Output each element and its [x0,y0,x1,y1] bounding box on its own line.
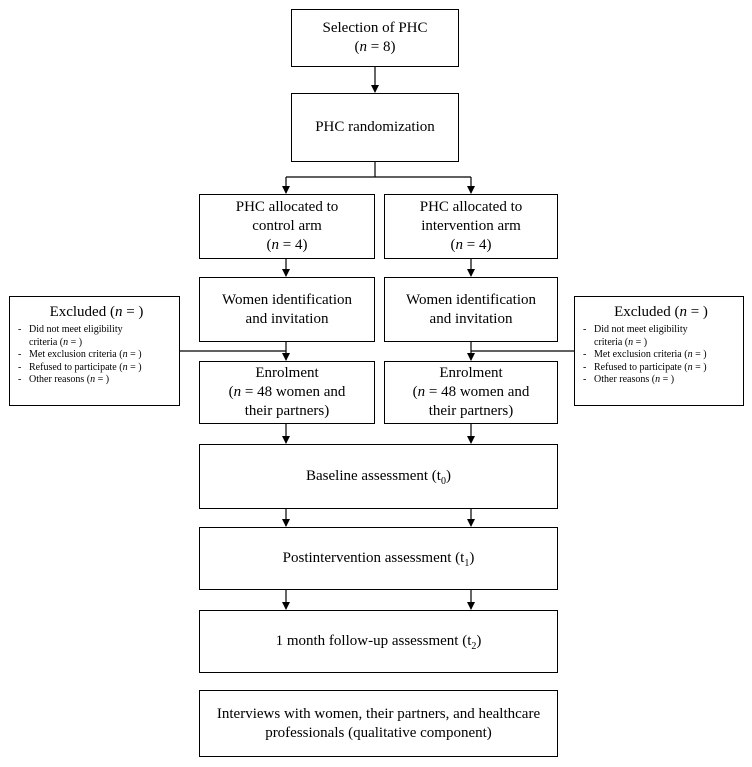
excluded-right-box: Excluded (n = ) Did not meet eligibility… [574,296,744,406]
excluded-right-item4-n: n [655,374,661,386]
excluded-left-heading: Excluded (n = ) [18,303,175,322]
followup-sub: 2 [471,641,477,652]
excluded-left-item2-prefix: Met exclusion criteria ( [29,349,123,361]
excluded-left-head-suffix: = ) [122,304,144,320]
interviews-box: Interviews with women, their partners, a… [199,690,558,757]
baseline-sub: 0 [440,476,446,487]
intervention-ident-line1: Women identification [405,291,536,308]
randomization-title: PHC randomization [315,119,435,135]
baseline-close: ) [445,468,451,484]
excluded-right-item3-n: n [687,361,693,373]
excluded-left-item1-line1: Did not meet eligibility [29,324,123,335]
list-item: Refused to participate (n = ) [18,362,175,375]
control-alloc-line1: PHC allocated to [235,199,339,215]
excluded-right-list: Did not meet eligibility criteria (n = )… [583,324,739,387]
excluded-right-item4-prefix: Other reasons ( [594,374,656,386]
intervention-alloc-line2: intervention arm [421,218,521,234]
control-alloc-n-label: n [271,237,280,253]
excluded-left-box: Excluded (n = ) Did not meet eligibility… [9,296,180,406]
selection-box: Selection of PHC (n = 8) [291,9,459,67]
excluded-right-head-suffix: = ) [686,304,708,320]
intervention-enrol-n-label: n [417,384,426,400]
followup-title: 1 month follow-up assessment (t [275,633,472,649]
intervention-alloc-n-label: n [455,237,464,253]
excluded-right-item2-suffix: = ) [692,349,707,361]
excluded-right-item1-suffix: = ) [633,336,648,348]
intervention-enrol-count: = 48 women and [425,384,530,400]
intervention-enrol-title: Enrolment [439,365,503,381]
excluded-right-item3-suffix: = ) [692,361,707,373]
list-item: Met exclusion criteria (n = ) [18,349,175,362]
excluded-right-head-prefix: Excluded ( [614,304,680,320]
control-enrol-line3: their partners) [244,403,330,419]
excluded-left-list: Did not meet eligibility criteria (n = )… [18,324,175,387]
baseline-title: Baseline assessment (t [306,468,441,484]
excluded-left-item3-prefix: Refused to participate ( [29,361,123,373]
excluded-left-item4-prefix: Other reasons ( [29,374,91,386]
randomization-box: PHC randomization [291,93,459,162]
intervention-allocation-box: PHC allocated to intervention arm (n = 4… [384,194,558,259]
followup-close: ) [476,633,482,649]
intervention-alloc-line1: PHC allocated to [419,199,523,215]
control-enrol-count: = 48 women and [241,384,346,400]
selection-n-label: n [359,39,368,55]
postintervention-close: ) [469,550,475,566]
baseline-assessment-box: Baseline assessment (t0) [199,444,558,509]
excluded-left-item1-suffix: = ) [68,336,83,348]
list-item: Refused to participate (n = ) [583,362,739,375]
intervention-enrol-line3: their partners) [428,403,514,419]
control-enrolment-box: Enrolment (n = 48 women and their partne… [199,361,375,424]
excluded-left-item3-n: n [122,361,128,373]
excluded-left-item2-suffix: = ) [127,349,142,361]
excluded-left-item1-n: n [63,336,69,348]
selection-title: Selection of PHC [322,20,428,36]
excluded-left-item3-suffix: = ) [127,361,142,373]
control-enrol-n-label: n [233,384,242,400]
control-identification-box: Women identification and invitation [199,277,375,342]
excluded-right-item4-suffix: = ) [660,374,675,386]
control-allocation-box: PHC allocated to control arm (n = 4) [199,194,375,259]
intervention-identification-box: Women identification and invitation [384,277,558,342]
excluded-right-heading: Excluded (n = ) [583,303,739,322]
postintervention-sub: 1 [464,558,470,569]
excluded-right-head-n: n [679,304,687,320]
interviews-line1: Interviews with women, their partners, a… [216,705,541,722]
excluded-left-head-n: n [114,304,123,320]
list-item: Other reasons (n = ) [18,374,175,387]
postintervention-assessment-box: Postintervention assessment (t1) [199,527,558,590]
postintervention-title: Postintervention assessment (t [282,550,465,566]
excluded-right-item2-n: n [687,349,693,361]
excluded-right-item1-line1: Did not meet eligibility [594,324,688,335]
control-alloc-line2: control arm [252,218,322,234]
list-item: Did not meet eligibility criteria (n = ) [583,324,739,349]
excluded-right-item1-n: n [628,336,634,348]
excluded-right-item2-prefix: Met exclusion criteria ( [594,349,688,361]
list-item: Other reasons (n = ) [583,374,739,387]
control-enrol-title: Enrolment [255,365,319,381]
intervention-ident-line2: and invitation [429,310,513,327]
list-item: Did not meet eligibility criteria (n = ) [18,324,175,349]
excluded-left-item4-suffix: = ) [95,374,110,386]
list-item: Met exclusion criteria (n = ) [583,349,739,362]
excluded-right-item1-prefix: criteria ( [594,336,629,348]
excluded-left-head-prefix: Excluded ( [49,304,115,320]
control-alloc-n-value: = 4 [279,237,303,253]
intervention-enrolment-box: Enrolment (n = 48 women and their partne… [384,361,558,424]
control-ident-line2: and invitation [245,310,329,327]
excluded-left-item4-n: n [90,374,96,386]
control-ident-line1: Women identification [221,291,352,308]
selection-n-value: = 8 [367,39,391,55]
excluded-left-item2-n: n [122,349,128,361]
interviews-line2: professionals (qualitative component) [265,724,492,741]
excluded-right-item3-prefix: Refused to participate ( [594,361,688,373]
followup-assessment-box: 1 month follow-up assessment (t2) [199,610,558,673]
excluded-left-item1-prefix: criteria ( [29,336,64,348]
intervention-alloc-n-value: = 4 [463,237,487,253]
